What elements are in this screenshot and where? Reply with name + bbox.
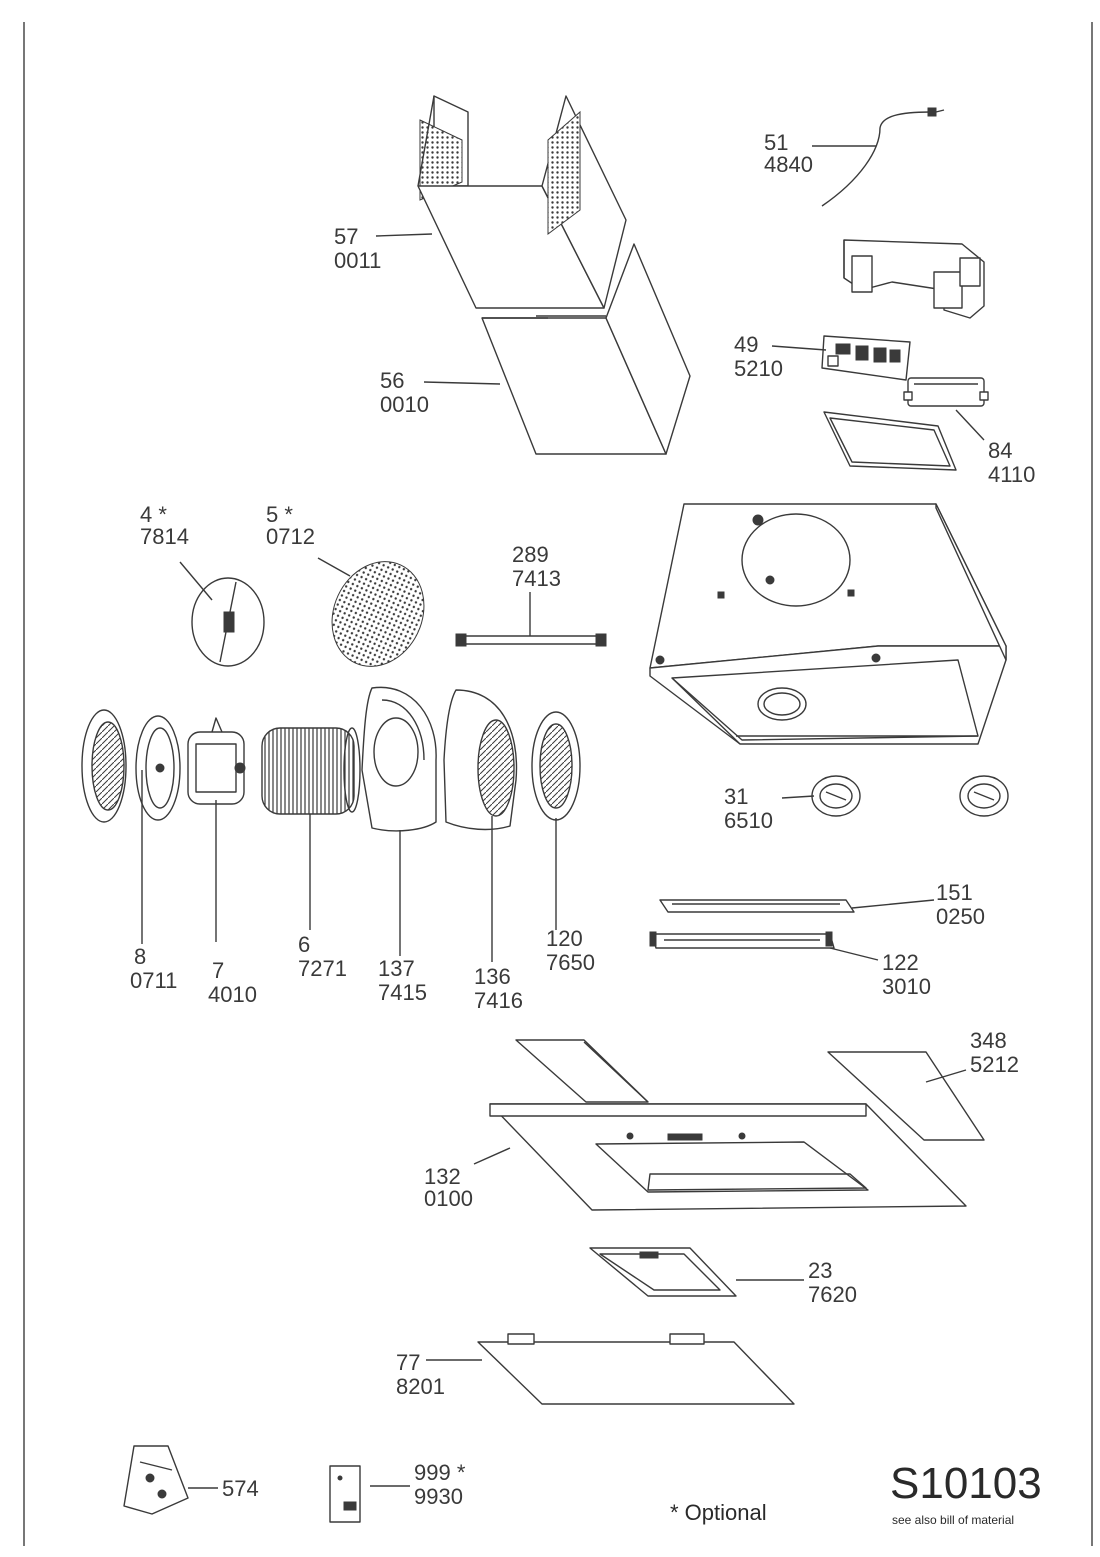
label-122-code: 3010 — [882, 974, 931, 999]
label-84-code: 4110 — [988, 462, 1035, 487]
part-7-motor — [187, 717, 246, 805]
label-8-pos: 8 — [134, 944, 146, 969]
part-31-knobs — [811, 775, 1009, 817]
label-999-code: 9930 — [414, 1484, 463, 1509]
part-4-backdraft-flap — [191, 577, 265, 667]
label-137-pos: 137 — [378, 956, 415, 981]
label-77-pos: 77 — [396, 1350, 420, 1375]
part-5-carbon-filter — [331, 561, 425, 667]
label-56-pos: 56 — [380, 368, 404, 393]
label-289-code: 7413 — [512, 566, 561, 591]
part-132-base-frame — [489, 1039, 967, 1211]
label-77-code: 8201 — [396, 1374, 445, 1399]
label-23-code: 7620 — [808, 1282, 857, 1307]
part-574-bracket-kit — [123, 1445, 189, 1515]
label-132-code: 0100 — [424, 1186, 473, 1211]
label-49-code: 5210 — [734, 356, 783, 381]
label-136-code: 7416 — [474, 988, 523, 1013]
part-hood-body — [649, 503, 1007, 745]
part-51-power-cable — [821, 107, 945, 207]
label-289-pos: 289 — [512, 542, 549, 567]
label-6-code: 7271 — [298, 956, 347, 981]
part-348-panel — [827, 1051, 985, 1141]
label-348-code: 5212 — [970, 1052, 1019, 1077]
label-136-pos: 136 — [474, 964, 511, 989]
part-77-visor-panel — [477, 1333, 795, 1405]
part-control-box-cover — [823, 411, 957, 471]
label-6-pos: 6 — [298, 932, 310, 957]
optional-note: * Optional — [670, 1500, 767, 1525]
part-8-intake-grille — [81, 709, 127, 823]
part-151-lamp-cover — [659, 899, 855, 913]
document-code: S10103 — [890, 1459, 1042, 1508]
part-999-accessory-pack — [329, 1465, 361, 1523]
part-56-lower-chimney — [481, 243, 691, 455]
label-57-pos: 57 — [334, 224, 358, 249]
part-122-lamp-board — [649, 931, 835, 949]
label-574-pos: 574 — [222, 1476, 259, 1501]
label-49-pos: 49 — [734, 332, 758, 357]
label-120-code: 7650 — [546, 950, 595, 975]
label-56-code: 0010 — [380, 392, 429, 417]
label-5-code: 0712 — [266, 524, 315, 549]
part-6-impeller — [261, 727, 361, 815]
part-289-lamp-bar — [455, 633, 607, 647]
label-51-pos: 51 — [764, 130, 788, 155]
label-31-pos: 31 — [724, 784, 748, 809]
part-49-control-pcb — [821, 335, 911, 381]
label-999-pos: 999 * — [414, 1460, 466, 1485]
part-137-blower-housing-front — [361, 686, 437, 832]
label-122-pos: 122 — [882, 950, 919, 975]
part-136-blower-housing-rear — [443, 689, 518, 831]
label-7-code: 4010 — [208, 982, 257, 1007]
part-motor-plate — [135, 715, 181, 821]
label-57-code: 0011 — [334, 248, 381, 273]
label-84-pos: 84 — [988, 438, 1012, 463]
part-control-box-housing — [843, 239, 985, 319]
label-4-code: 7814 — [140, 524, 189, 549]
label-137-code: 7415 — [378, 980, 427, 1005]
label-348-pos: 348 — [970, 1028, 1007, 1053]
label-23-pos: 23 — [808, 1258, 832, 1283]
label-151-code: 0250 — [936, 904, 985, 929]
leader-lines — [141, 145, 985, 1489]
part-57-upper-chimney — [417, 95, 627, 309]
label-8-code: 0711 — [130, 968, 177, 993]
label-7-pos: 7 — [212, 958, 224, 983]
label-31-code: 6510 — [724, 808, 773, 833]
label-151-pos: 151 — [936, 880, 973, 905]
part-labels: 57 0011 56 0010 51 4840 49 5210 84 4110 … — [130, 130, 1035, 1509]
part-23-grease-filter — [589, 1247, 737, 1297]
label-4-pos: 4 * — [140, 502, 167, 527]
label-132-pos: 132 — [424, 1164, 461, 1189]
part-84-transformer — [903, 377, 989, 407]
bill-of-material-note: see also bill of material — [892, 1513, 1014, 1527]
label-51-code: 4840 — [764, 152, 813, 177]
part-120-outlet-grille — [531, 711, 581, 821]
label-5-pos: 5 * — [266, 502, 293, 527]
label-120-pos: 120 — [546, 926, 583, 951]
